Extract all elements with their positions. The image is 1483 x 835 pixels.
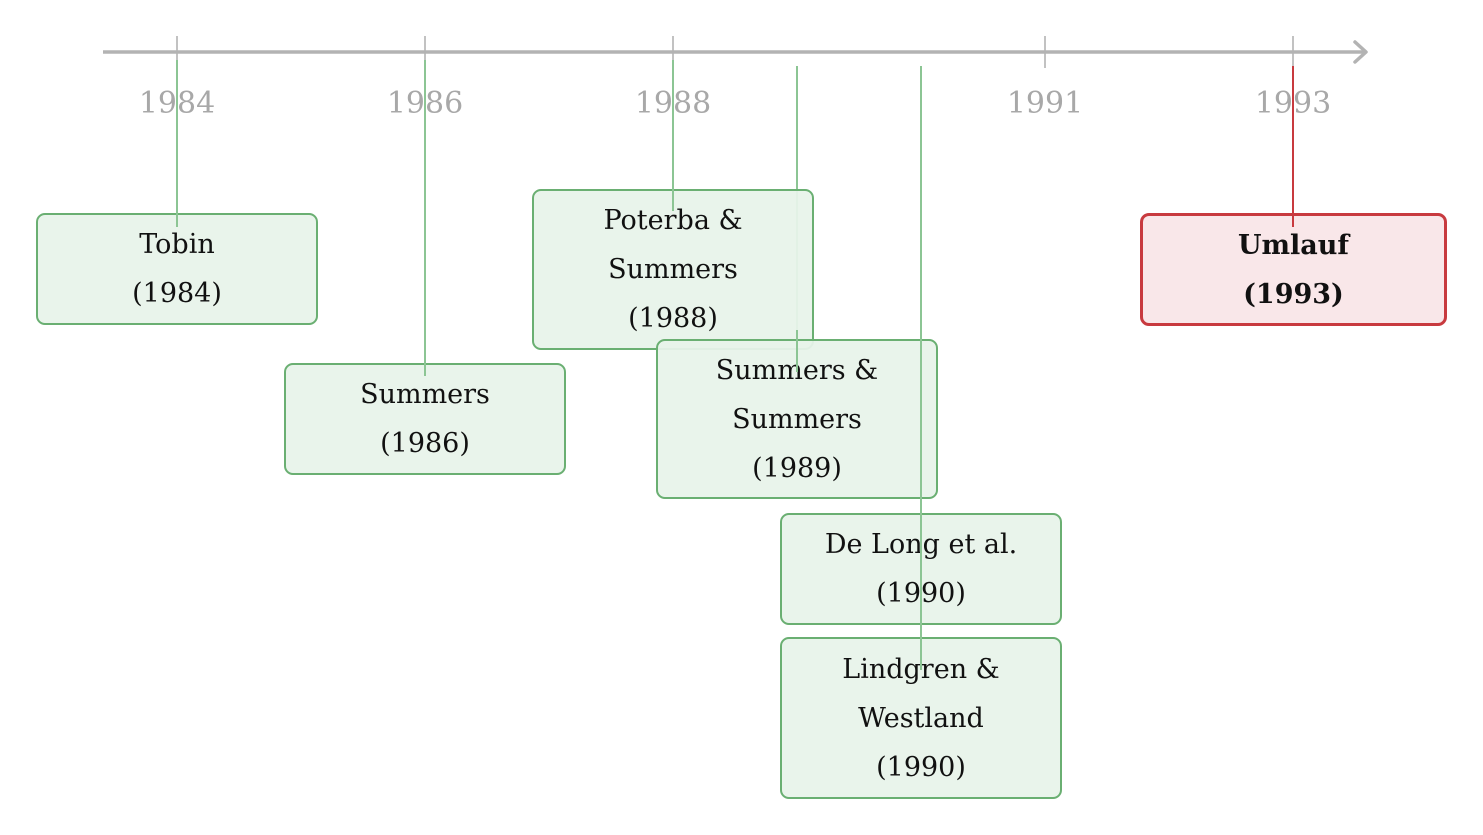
event-line: (1993) [1243, 278, 1344, 310]
event-lindgren-westland: Lindgren & Westland (1990) [780, 637, 1062, 799]
event-line: (1989) [752, 452, 842, 484]
year-label-1993: 1993 [1254, 86, 1332, 121]
year-label-1984: 1984 [138, 86, 216, 121]
event-summers-summers: Summers & Summers (1989) [656, 339, 938, 499]
year-label-1991: 1991 [1006, 86, 1084, 121]
event-line: De Long et al. [824, 529, 1018, 560]
event-line: Lindgren & [842, 653, 1000, 685]
timeline-arrowhead-icon [1353, 40, 1368, 64]
event-line: (1984) [132, 278, 222, 309]
event-umlauf: Umlauf (1993) [1140, 213, 1447, 326]
event-tobin: Tobin (1984) [36, 213, 318, 325]
event-line: Summers & [715, 354, 879, 386]
year-label-1986: 1986 [386, 86, 464, 121]
event-line: (1986) [380, 428, 470, 459]
event-line: Poterba & [603, 205, 743, 236]
event-line: Westland [858, 702, 984, 734]
event-poterba-summers: Poterba & Summers (1988) [532, 189, 814, 350]
year-label-1988: 1988 [634, 86, 712, 121]
event-line: Tobin [139, 229, 215, 260]
event-line: Summers [360, 379, 490, 410]
event-line: (1990) [876, 578, 966, 609]
event-line: Umlauf [1237, 229, 1350, 261]
event-de-long: De Long et al. (1990) [780, 513, 1062, 625]
event-line: (1988) [628, 303, 718, 334]
event-line: (1990) [876, 751, 966, 783]
event-line: Summers [732, 403, 862, 435]
event-summers-1986: Summers (1986) [284, 363, 566, 475]
event-line: Summers [608, 254, 738, 285]
